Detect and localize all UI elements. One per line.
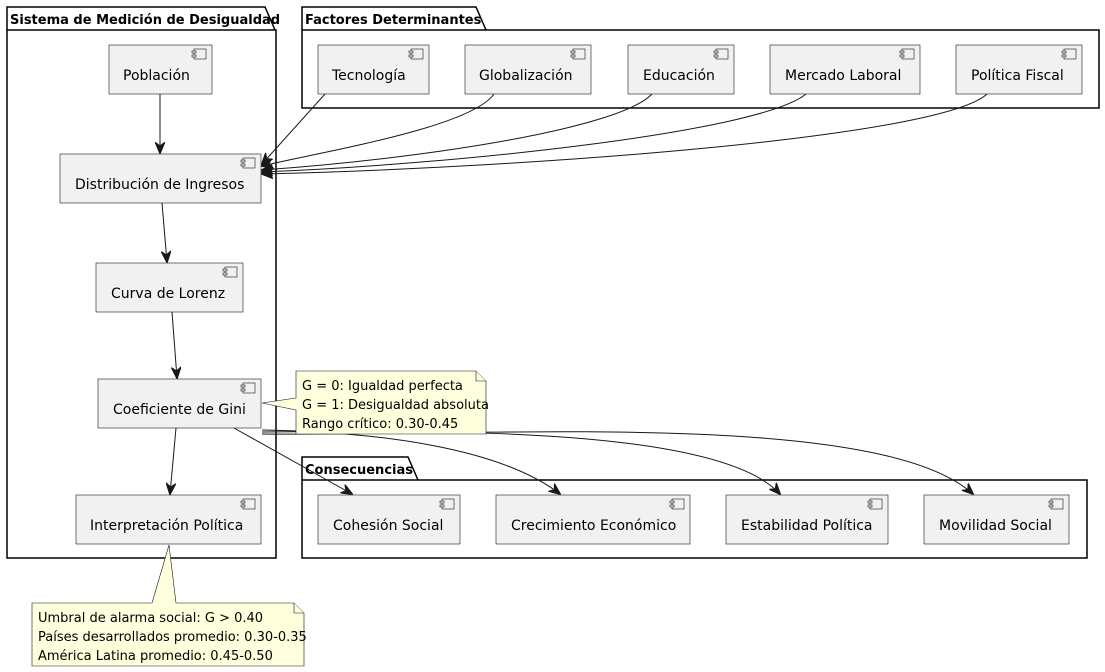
edge-gini-interpretacion — [170, 427, 177, 494]
note-interpretacion-line-1: Umbral de alarma social: G > 0.40 — [38, 611, 263, 626]
component-interpretacion-label: Interpretación Política — [90, 518, 243, 534]
edge-educacion-distribucion — [262, 93, 653, 170]
package-consecuencias-title: Consecuencias — [305, 463, 413, 478]
component-educacion-label: Educación — [643, 68, 715, 84]
component-lorenz-label: Curva de Lorenz — [111, 286, 225, 302]
component-distribucion-label: Distribución de Ingresos — [75, 177, 244, 193]
component-gini-label: Coeficiente de Gini — [113, 402, 246, 418]
edges — [160, 93, 988, 494]
edge-distribucion-lorenz — [162, 202, 167, 262]
edge-lorenz-gini — [172, 311, 177, 378]
component-poblacion-label: Población — [123, 68, 190, 84]
component-cohesion-label: Cohesión Social — [333, 518, 443, 534]
component-interpretacion: Interpretación Política — [75, 494, 262, 545]
component-movilidad: Movilidad Social — [923, 494, 1070, 545]
component-estabilidad: Estabilidad Política — [725, 494, 889, 545]
component-estabilidad-label: Estabilidad Política — [741, 518, 873, 534]
component-tecnologia: Tecnología — [317, 44, 430, 95]
component-cohesion: Cohesión Social — [317, 494, 461, 545]
edge-gini-cohesion — [233, 427, 352, 494]
note-interpretacion-line-3: América Latina promedio: 0.45-0.50 — [38, 649, 273, 664]
component-mercado: Mercado Laboral — [769, 44, 921, 95]
edge-fiscal-distribucion — [262, 93, 988, 174]
component-movilidad-label: Movilidad Social — [939, 518, 1052, 534]
note-interpretacion: Umbral de alarma social: G > 0.40 Países… — [31, 544, 307, 667]
edge-mercado-distribucion — [262, 93, 807, 172]
note-interpretacion-line-2: Países desarrollados promedio: 0.30-0.35 — [38, 630, 307, 645]
component-lorenz: Curva de Lorenz — [95, 262, 244, 313]
component-globalizacion-label: Globalización — [479, 68, 573, 84]
package-factores-title: Factores Determinantes — [305, 13, 482, 28]
component-crecimiento: Crecimiento Económico — [495, 494, 691, 545]
component-globalizacion: Globalización — [464, 44, 592, 95]
component-fiscal: Política Fiscal — [955, 44, 1083, 95]
edge-tecnologia-distribucion — [262, 93, 326, 164]
edge-globalizacion-distribucion — [262, 93, 495, 166]
component-mercado-label: Mercado Laboral — [785, 68, 901, 84]
note-gini-line-1: G = 0: Igualdad perfecta — [302, 379, 463, 394]
component-tecnologia-label: Tecnología — [331, 68, 406, 84]
component-crecimiento-label: Crecimiento Económico — [511, 518, 676, 534]
note-gini-line-3: Rango crítico: 0.30-0.45 — [302, 417, 458, 432]
component-fiscal-label: Política Fiscal — [971, 68, 1064, 84]
component-gini: Coeficiente de Gini — [97, 378, 262, 429]
note-gini-line-2: G = 1: Desigualdad absoluta — [302, 398, 489, 413]
note-gini: G = 0: Igualdad perfecta G = 1: Desigual… — [261, 370, 489, 435]
package-sistema-title: Sistema de Medición de Desigualdad — [10, 13, 280, 28]
component-poblacion: Población — [108, 44, 213, 95]
component-distribucion: Distribución de Ingresos — [59, 153, 262, 204]
component-educacion: Educación — [627, 44, 735, 95]
